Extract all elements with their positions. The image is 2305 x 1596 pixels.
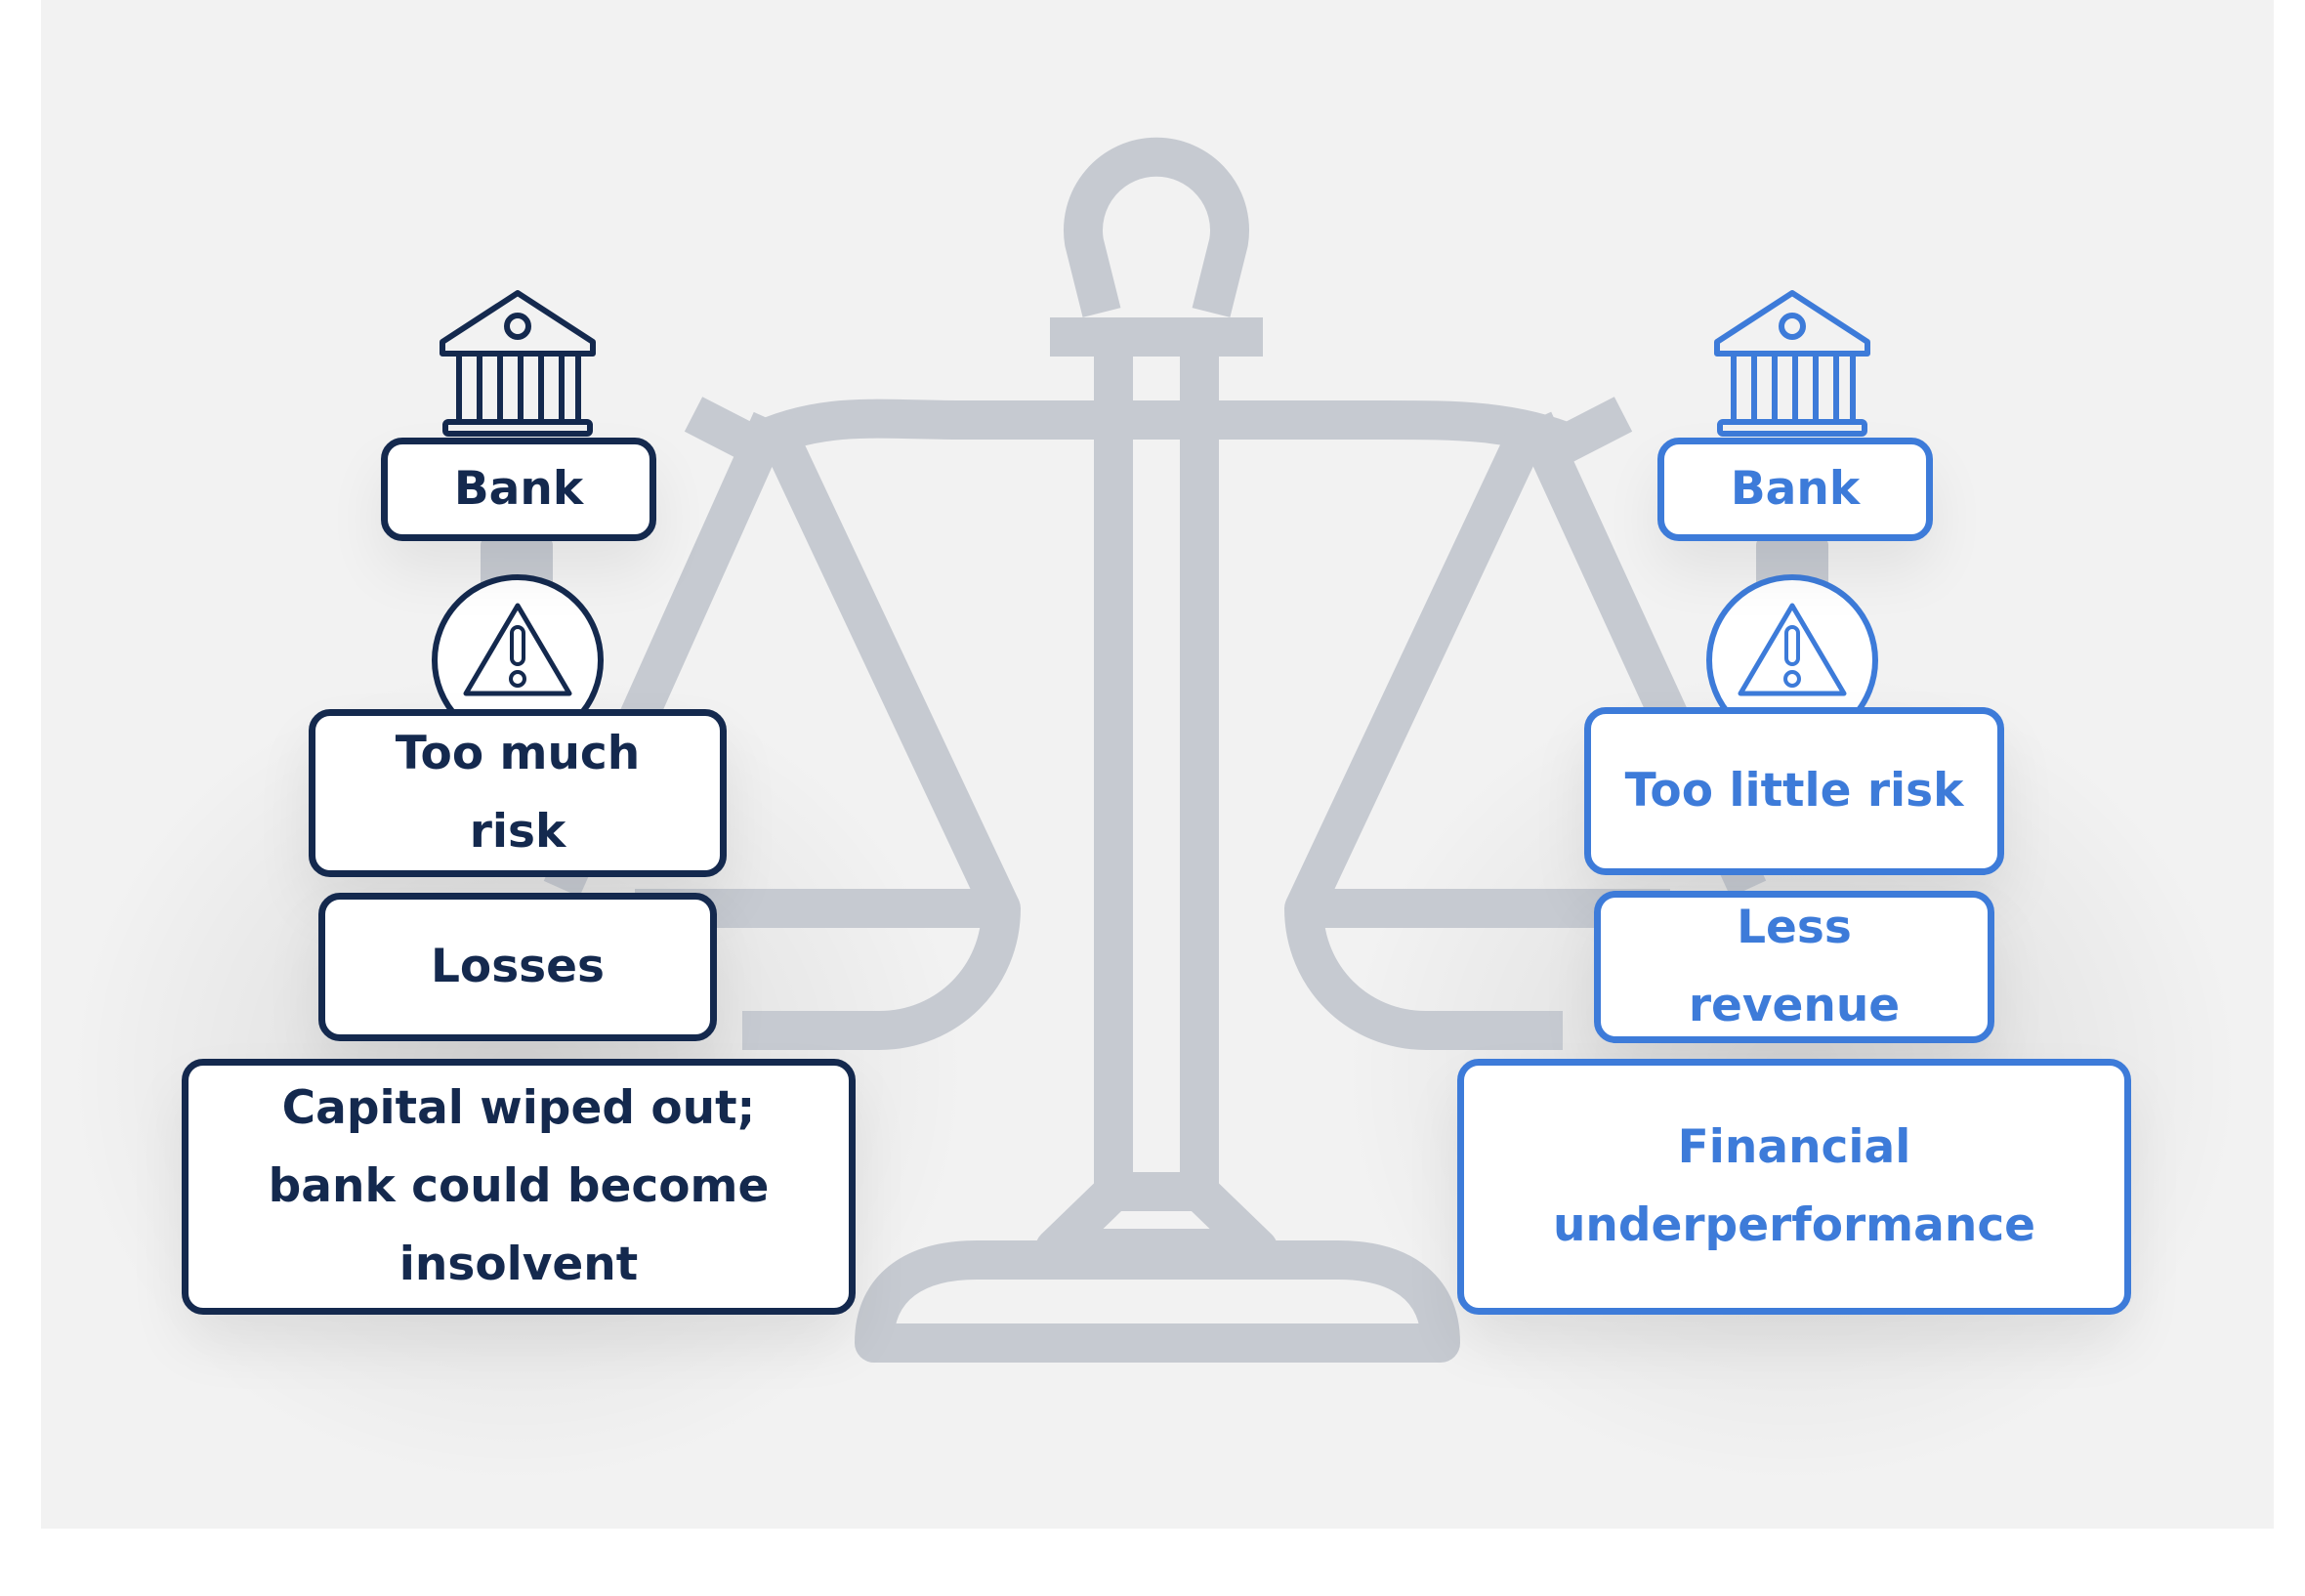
left-bank-label: Bank	[381, 438, 656, 541]
right-pan	[1284, 889, 1670, 1050]
left-effect-box: Losses	[318, 893, 717, 1041]
right-effect-box: Less revenue	[1594, 891, 1994, 1043]
right-bank-label-text: Bank	[1730, 462, 1861, 516]
left-effect-text: Losses	[430, 940, 606, 993]
left-pan	[635, 889, 1021, 1050]
scale-column	[1094, 317, 1219, 1211]
right-cause-text: Too little risk	[1624, 764, 1964, 818]
warning-icon	[1706, 574, 1878, 746]
bank-icon	[1714, 290, 1870, 437]
scale-top-ring	[1064, 137, 1249, 317]
left-cause-text: Too much risk	[395, 727, 641, 859]
scale-beam	[743, 399, 1580, 463]
right-pan-string-left	[1285, 411, 1552, 917]
left-outcome-box: Capital wiped out; bank could become ins…	[182, 1059, 856, 1315]
left-bank-label-text: Bank	[453, 462, 584, 516]
scale-beam-right-tip	[1545, 397, 1633, 467]
left-cause-box: Too much risk	[309, 709, 727, 877]
right-outcome-text: Financial underperformance	[1552, 1120, 2036, 1252]
right-bank-label: Bank	[1657, 438, 1933, 541]
scale-foot	[1035, 1172, 1278, 1268]
scale-base	[855, 1240, 1460, 1363]
left-pan-string-right	[753, 411, 1020, 917]
bank-icon	[440, 290, 596, 437]
right-effect-text: Less revenue	[1688, 901, 1901, 1032]
right-outcome-box: Financial underperformance	[1457, 1059, 2131, 1315]
right-cause-box: Too little risk	[1584, 707, 2004, 875]
left-outcome-text: Capital wiped out; bank could become ins…	[268, 1081, 770, 1291]
